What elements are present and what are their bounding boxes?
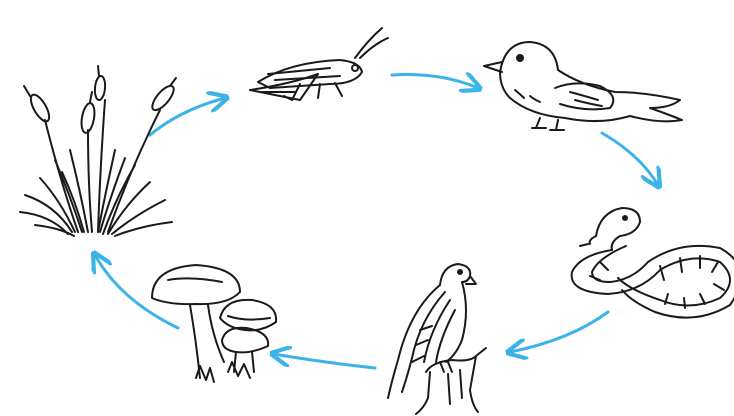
arrow-hawk-to-mushroom xyxy=(274,354,377,370)
arrow-bird-to-snake xyxy=(600,131,658,185)
snake-icon xyxy=(570,207,734,319)
arrow-snake-to-hawk xyxy=(510,310,610,352)
bird-icon xyxy=(483,41,683,131)
grasshopper-icon xyxy=(249,27,389,101)
arrow-mushroom-to-grass xyxy=(95,255,180,330)
arrow-grasshopper-to-bird xyxy=(390,75,478,88)
mushroom-icon xyxy=(151,264,278,383)
hawk-icon xyxy=(387,263,487,415)
arrow-grass-to-grasshopper xyxy=(148,98,225,137)
grass-cattail-icon xyxy=(19,65,177,237)
